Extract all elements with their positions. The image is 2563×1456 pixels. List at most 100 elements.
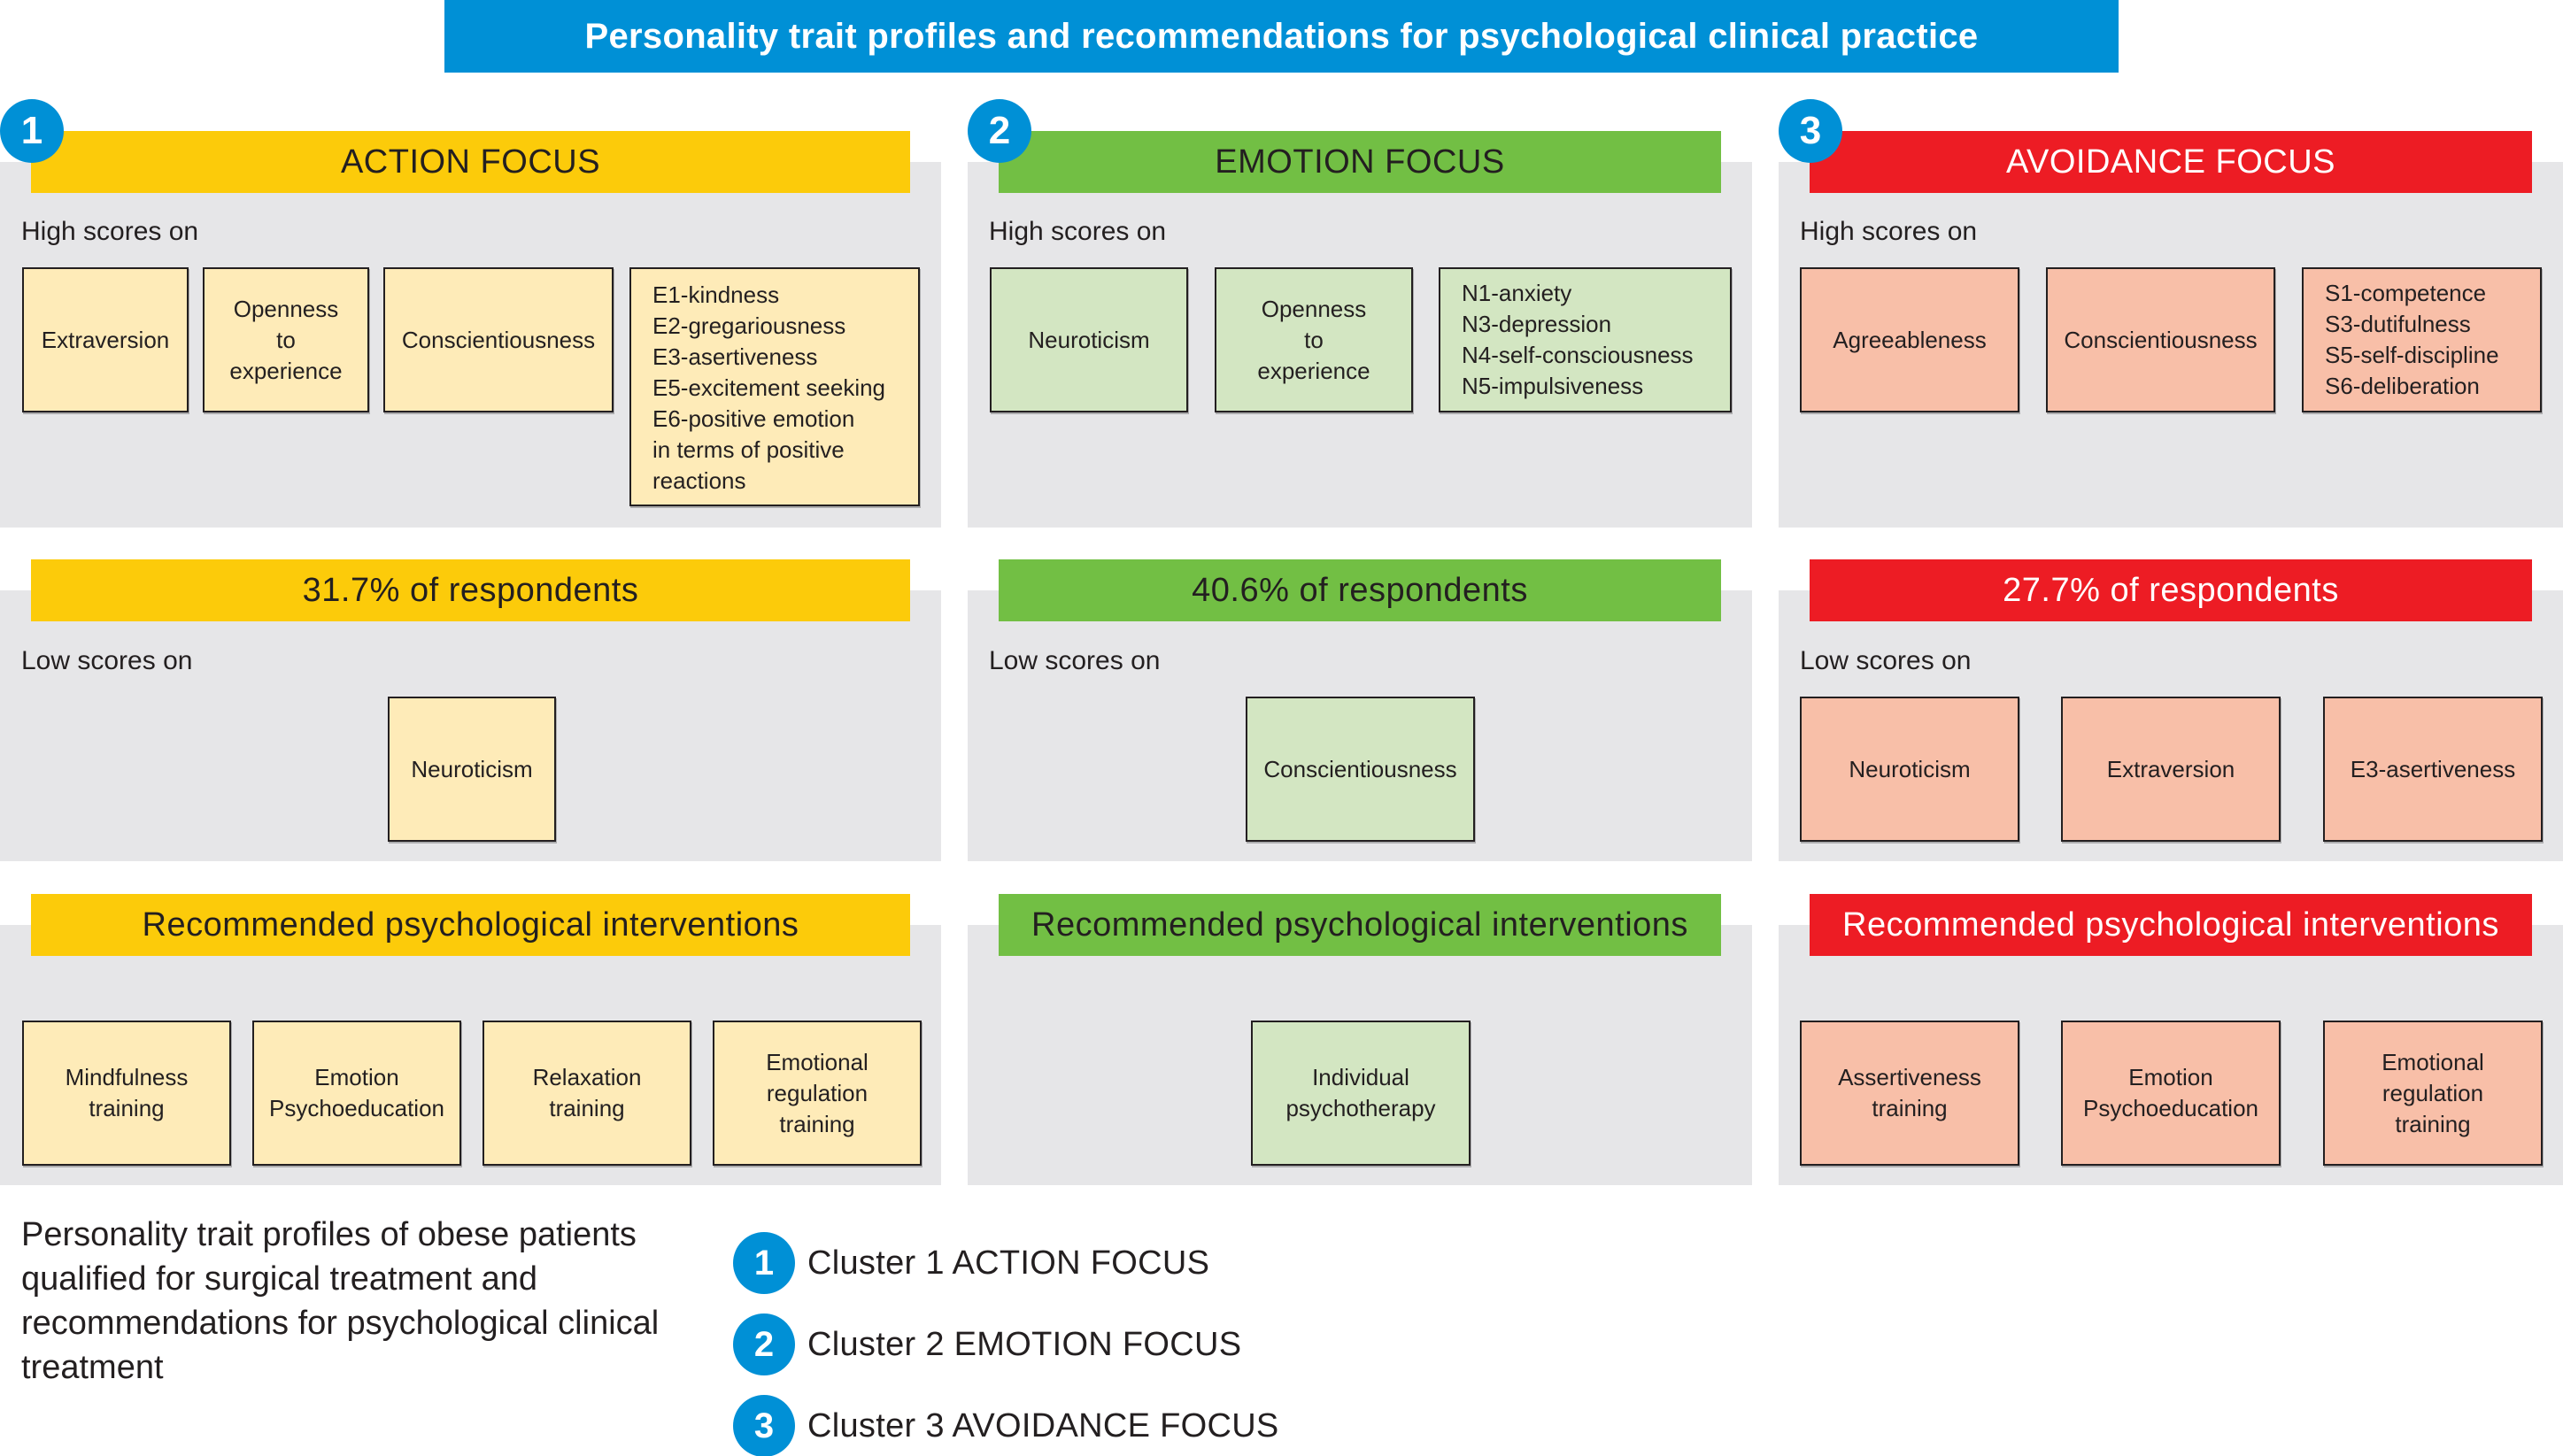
respondents-percentage: 40.6% of respondents xyxy=(1192,571,1528,609)
facet-item: reactions xyxy=(652,467,746,494)
cluster-number-badge: 1 xyxy=(733,1232,795,1294)
trait-box: Conscientiousness xyxy=(383,267,614,412)
trait-label: Conscientiousness xyxy=(2064,326,2258,353)
intervention-label: Relaxation training xyxy=(532,1064,642,1121)
cluster-name: EMOTION FOCUS xyxy=(1215,143,1505,181)
cluster-name: ACTION FOCUS xyxy=(340,143,601,181)
badge-number: 2 xyxy=(988,109,1011,152)
interventions-header: Recommended psychological interventions xyxy=(31,894,910,956)
facet-item: E1-kindness xyxy=(652,281,780,308)
trait-label: E3-asertiveness xyxy=(2350,755,2516,782)
legend-item: 2 Cluster 2 EMOTION FOCUS xyxy=(733,1313,1241,1375)
facet-item: E3-asertiveness xyxy=(652,343,818,370)
intervention-box: Assertiveness training xyxy=(1800,1021,2019,1166)
cluster-header: EMOTION FOCUS xyxy=(999,131,1721,193)
trait-box: Neuroticism xyxy=(990,267,1188,412)
trait-box: Extraversion xyxy=(2061,697,2281,842)
legend-label: Cluster 2 EMOTION FOCUS xyxy=(807,1325,1242,1363)
trait-box: Conscientiousness xyxy=(2046,267,2275,412)
high-scores-label: High scores on xyxy=(21,217,199,246)
intervention-box: Emotional regulation training xyxy=(2323,1021,2543,1166)
badge-number: 1 xyxy=(753,1243,775,1283)
cluster-number-badge: 3 xyxy=(1779,99,1842,163)
facet-list-box: E1-kindness E2-gregariousness E3-asertiv… xyxy=(629,267,920,506)
low-scores-label: Low scores on xyxy=(1800,646,1972,675)
trait-label: Openness to experience xyxy=(1257,295,1370,384)
facet-item: N4-self-consciousness xyxy=(1462,342,1694,368)
facet-item: S3-dutifulness xyxy=(2325,311,2471,337)
facet-item: S6-deliberation xyxy=(2325,373,2480,399)
cluster-header: ACTION FOCUS xyxy=(31,131,910,193)
intervention-label: Emotional regulation training xyxy=(2382,1048,2484,1137)
trait-label: Extraversion xyxy=(2106,755,2235,782)
intervention-label: Emotional regulation training xyxy=(766,1048,868,1137)
intervention-label: Emotion Psychoeducation xyxy=(2082,1064,2259,1121)
facet-item: E2-gregariousness xyxy=(652,312,846,339)
cluster-number-badge: 2 xyxy=(733,1313,795,1375)
respondents-percentage: 31.7% of respondents xyxy=(302,571,639,609)
interventions-label: Recommended psychological interventions xyxy=(1842,905,2499,944)
facet-item: N1-anxiety xyxy=(1462,280,1572,306)
respondents-bar: 40.6% of respondents xyxy=(999,559,1721,621)
facet-item: N5-impulsiveness xyxy=(1462,373,1644,399)
trait-box: Openness to experience xyxy=(203,267,369,412)
trait-box: Neuroticism xyxy=(388,697,556,842)
cluster-number-badge: 1 xyxy=(0,99,64,163)
trait-box: Openness to experience xyxy=(1215,267,1413,412)
facet-item: E5-excitement seeking xyxy=(652,374,886,401)
intervention-box: Relaxation training xyxy=(482,1021,691,1166)
trait-label: Neuroticism xyxy=(1849,755,1971,782)
high-scores-label: High scores on xyxy=(989,217,1167,246)
facet-item: in terms of positive xyxy=(652,436,845,463)
trait-label: Neuroticism xyxy=(1028,326,1150,353)
facet-list-box: S1-competence S3-dutifulness S5-self-dis… xyxy=(2302,267,2542,412)
page-title: Personality trait profiles and recommend… xyxy=(584,16,1979,56)
trait-box: Conscientiousness xyxy=(1246,697,1475,842)
legend-label: Cluster 1 ACTION FOCUS xyxy=(807,1244,1210,1282)
legend-item: 3 Cluster 3 AVOIDANCE FOCUS xyxy=(733,1395,1279,1456)
trait-label: Conscientiousness xyxy=(1263,755,1457,782)
badge-number: 1 xyxy=(20,109,43,152)
intervention-box: Emotion Psychoeducation xyxy=(252,1021,461,1166)
respondents-percentage: 27.7% of respondents xyxy=(2003,571,2339,609)
trait-label: Conscientiousness xyxy=(401,326,596,353)
trait-label: Openness to experience xyxy=(229,295,343,384)
facet-item: N3-depression xyxy=(1462,311,1612,337)
facet-item: E6-positive emotion xyxy=(652,405,855,432)
intervention-box: Mindfulness training xyxy=(22,1021,231,1166)
trait-label: Extraversion xyxy=(41,326,170,353)
interventions-label: Recommended psychological interventions xyxy=(142,905,799,944)
title-banner: Personality trait profiles and recommend… xyxy=(444,0,2119,73)
trait-label: Neuroticism xyxy=(411,755,533,782)
cluster-number-badge: 2 xyxy=(968,99,1031,163)
low-scores-label: Low scores on xyxy=(989,646,1161,675)
trait-label: Agreeableness xyxy=(1833,326,1987,353)
badge-number: 3 xyxy=(1799,109,1822,152)
intervention-box: Emotion Psychoeducation xyxy=(2061,1021,2281,1166)
interventions-label: Recommended psychological interventions xyxy=(1031,905,1688,944)
trait-box: Neuroticism xyxy=(1800,697,2019,842)
trait-box: E3-asertiveness xyxy=(2323,697,2543,842)
badge-number: 3 xyxy=(753,1406,775,1445)
facet-list-box: N1-anxiety N3-depression N4-self-conscio… xyxy=(1439,267,1732,412)
respondents-bar: 31.7% of respondents xyxy=(31,559,910,621)
trait-box: Agreeableness xyxy=(1800,267,2019,412)
intervention-label: Emotion Psychoeducation xyxy=(268,1064,445,1121)
legend-label: Cluster 3 AVOIDANCE FOCUS xyxy=(807,1406,1279,1444)
intervention-label: Individual psychotherapy xyxy=(1285,1064,1436,1121)
badge-number: 2 xyxy=(753,1324,775,1364)
intervention-label: Mindfulness training xyxy=(65,1064,189,1121)
legend-item: 1 Cluster 1 ACTION FOCUS xyxy=(733,1232,1209,1294)
cluster-name: AVOIDANCE FOCUS xyxy=(2005,143,2336,181)
figure-caption: Personality trait profiles of obese pati… xyxy=(21,1216,660,1386)
high-scores-label: High scores on xyxy=(1800,217,1978,246)
intervention-box: Emotional regulation training xyxy=(713,1021,922,1166)
interventions-header: Recommended psychological interventions xyxy=(1810,894,2532,956)
cluster-header: AVOIDANCE FOCUS xyxy=(1810,131,2532,193)
cluster-number-badge: 3 xyxy=(733,1395,795,1456)
interventions-header: Recommended psychological interventions xyxy=(999,894,1721,956)
trait-box: Extraversion xyxy=(22,267,189,412)
facet-item: S1-competence xyxy=(2325,280,2487,306)
intervention-label: Assertiveness training xyxy=(1838,1064,1981,1121)
low-scores-label: Low scores on xyxy=(21,646,193,675)
